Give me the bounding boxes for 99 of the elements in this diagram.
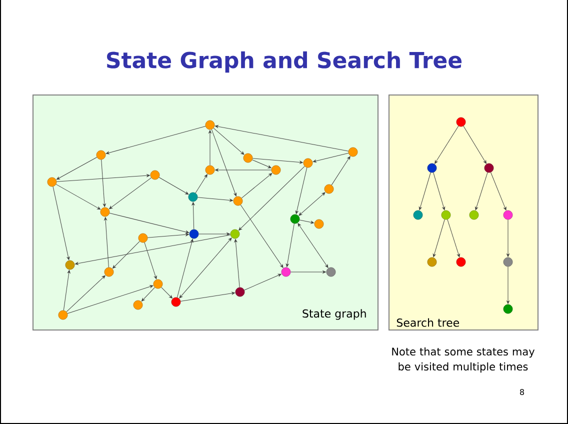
state-dot — [153, 279, 163, 289]
state-dot — [65, 260, 75, 270]
arrow — [101, 159, 106, 207]
state-dot — [469, 210, 479, 220]
note: Note that some states may be visited multiple times — [392, 347, 535, 373]
arrow — [63, 270, 70, 311]
state-graph-panel: State graph — [32, 94, 378, 330]
arrow — [433, 172, 446, 210]
state-dot — [150, 170, 160, 180]
arrow — [299, 220, 314, 224]
state-dot — [314, 219, 324, 229]
state-dot — [233, 196, 243, 206]
arrow — [215, 168, 272, 172]
arrow — [447, 219, 460, 258]
arrow — [56, 157, 98, 180]
state-dot — [326, 267, 336, 277]
arrow — [463, 126, 486, 164]
title: State Graph and Search Tree — [107, 51, 462, 73]
arrow — [241, 173, 272, 198]
state-dot — [290, 214, 300, 224]
arrow — [66, 275, 106, 312]
arrow — [52, 186, 70, 260]
state-dot — [484, 163, 494, 173]
state-dot — [503, 210, 513, 220]
arrow — [252, 160, 272, 168]
arrow — [141, 287, 155, 302]
arrow — [56, 174, 150, 182]
arrow — [244, 274, 282, 290]
arrow — [192, 202, 195, 230]
state-dot — [271, 165, 281, 175]
state-dot — [104, 267, 114, 277]
state-dot — [243, 153, 253, 163]
state-dot — [205, 120, 215, 130]
arrow — [434, 126, 459, 164]
arrow — [106, 126, 206, 154]
state-dot — [281, 267, 291, 277]
arrow — [295, 167, 308, 214]
arrow — [179, 238, 232, 298]
search-tree-panel: Search tree — [388, 94, 538, 330]
state-dot — [100, 207, 110, 217]
arrow — [298, 192, 326, 216]
state-dot — [441, 210, 451, 220]
arrow — [475, 172, 488, 210]
state-dot — [503, 304, 513, 314]
state-dot — [138, 233, 148, 243]
state-dot — [413, 210, 423, 220]
state-dot — [348, 147, 358, 157]
arrow — [112, 241, 140, 268]
arrow — [109, 178, 152, 210]
state-dot — [456, 257, 466, 267]
state-dot — [96, 150, 106, 160]
arrow — [290, 270, 326, 274]
arrow — [56, 184, 101, 210]
arrow — [252, 158, 303, 164]
state-dot — [235, 287, 245, 297]
arrow — [158, 177, 189, 195]
state-dot — [427, 163, 437, 173]
arrow — [74, 234, 231, 265]
arrow — [208, 130, 212, 166]
arrow — [490, 172, 506, 210]
state-dot — [189, 229, 199, 239]
arrow — [211, 129, 237, 196]
state-dot — [58, 310, 68, 320]
arrow — [312, 152, 349, 162]
arrow — [176, 238, 194, 298]
arrow — [195, 174, 208, 194]
state-dot — [230, 229, 240, 239]
page-number: 8 — [520, 388, 524, 396]
arrow — [104, 217, 109, 268]
state-dot — [324, 184, 334, 194]
arrow — [238, 166, 305, 231]
state-dot — [205, 165, 215, 175]
state-dot — [171, 297, 181, 307]
arrow — [286, 223, 294, 267]
arrow — [109, 212, 190, 234]
arrow — [198, 232, 230, 236]
state-dot — [503, 257, 513, 267]
arrow — [67, 285, 154, 314]
arrow — [418, 172, 431, 210]
arrow — [161, 287, 172, 298]
state-dot — [427, 257, 437, 267]
state-dot — [188, 192, 198, 202]
arrow — [147, 233, 189, 238]
arrow — [197, 197, 233, 202]
state-dot — [47, 177, 57, 187]
arrow — [506, 219, 510, 257]
arrow — [180, 292, 235, 302]
arrow — [213, 128, 244, 155]
arrow — [506, 266, 510, 304]
arrow — [432, 219, 445, 258]
arrow — [214, 125, 349, 152]
arrow — [234, 239, 240, 288]
state-dot — [133, 300, 143, 310]
arrow — [144, 242, 157, 280]
arrow — [298, 223, 328, 268]
state-dot — [456, 117, 466, 127]
state-dot — [303, 158, 313, 168]
arrow — [240, 204, 284, 268]
arrow — [331, 156, 350, 186]
